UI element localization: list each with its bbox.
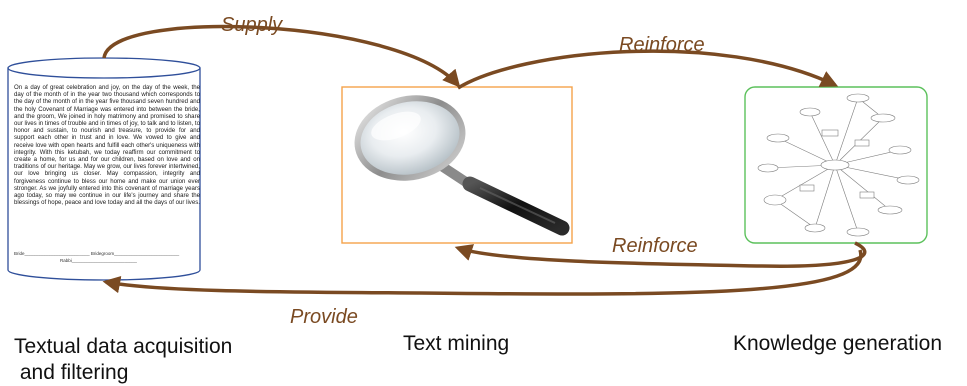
supply-arrow xyxy=(102,24,461,88)
provide-arrow xyxy=(102,249,863,296)
reinforce-top-label: Reinforce xyxy=(619,34,705,56)
magnifying-glass-icon xyxy=(354,95,570,236)
reinforce-bottom-label: Reinforce xyxy=(612,235,698,257)
concept-map-icon xyxy=(757,93,920,237)
acquisition-stage-label: Textual data acquisition and filtering xyxy=(14,335,233,384)
document-body-text: On a day of great celebration and joy, o… xyxy=(14,84,200,207)
provide-label: Provide xyxy=(290,306,358,328)
mining-stage-label: Text mining xyxy=(403,332,510,355)
document-signature-line: Bride__________________________ Bridegro… xyxy=(14,251,180,256)
knowledge-stage-label: Knowledge generation xyxy=(733,332,942,355)
supply-label: Supply xyxy=(221,14,283,36)
document-signature-line-rabbi: Rabbi__________________________ xyxy=(60,258,137,263)
reinforce-top-arrow xyxy=(457,49,839,90)
